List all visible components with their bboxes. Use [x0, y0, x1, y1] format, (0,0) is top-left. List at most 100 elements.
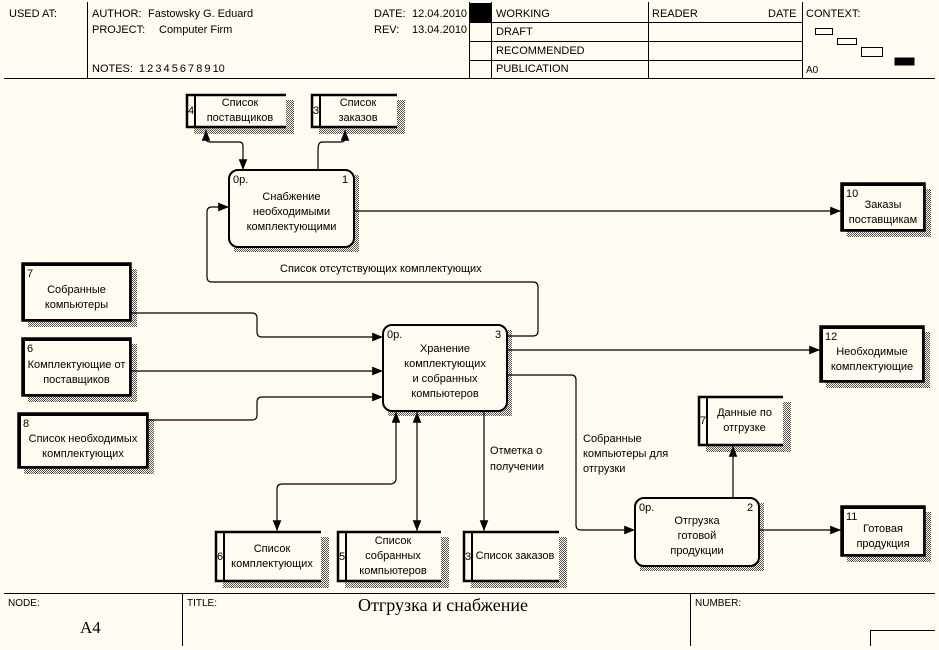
notes-label: NOTES:	[92, 63, 133, 75]
flow-label-line: получении	[490, 461, 544, 473]
title-label: TITLE:	[187, 598, 218, 609]
used-at-label: USED AT:	[9, 8, 58, 20]
external-label-line: комплектующие	[830, 361, 914, 373]
process-number: 3	[495, 329, 502, 341]
store-label-line: комплектующих	[231, 557, 313, 570]
process-number: 1	[342, 174, 349, 186]
store-number: 7	[700, 415, 707, 427]
process-box-p2[interactable]	[634, 497, 760, 567]
rev-label: REV:	[374, 24, 400, 36]
flow-label-line: Отметка о	[490, 445, 543, 457]
store-label: Список заказов	[473, 549, 557, 564]
process-label-line: и собранных	[412, 373, 478, 385]
process-label-line: комплектующими	[246, 221, 337, 233]
flow-label-line: отгрузки	[583, 463, 626, 475]
store-label-line: Список	[339, 97, 377, 109]
process-cost: 0р.	[233, 174, 249, 186]
flow-assembled-computers[interactable]	[131, 312, 383, 342]
data-store-s3b[interactable]	[463, 531, 559, 582]
store-label-line: Список	[221, 97, 259, 109]
store-label-line: компьютеров	[359, 565, 427, 577]
flow-label-receipt-mark: Отметка о получении	[490, 443, 544, 475]
context-thumbnail	[815, 28, 915, 66]
status-draft[interactable]: DRAFT	[496, 26, 533, 38]
external-entity-e10[interactable]	[840, 182, 926, 232]
data-store-s5[interactable]	[337, 531, 441, 582]
external-label-line: компьютеры	[44, 299, 109, 311]
process-label-line: продукции	[670, 544, 724, 557]
flow-orders-list-top[interactable]	[317, 130, 350, 170]
project-label: PROJECT:	[92, 24, 146, 36]
store-label-line: Список	[253, 542, 291, 555]
node-label: NODE:	[8, 598, 40, 609]
status-working[interactable]: WORKING	[496, 8, 550, 20]
status-publication[interactable]: PUBLICATION	[496, 63, 569, 75]
flow-components-list[interactable]	[272, 412, 401, 531]
store-label: Список собранных компьютеров	[347, 534, 439, 579]
context-node: A0	[806, 65, 819, 76]
process-label-line: Снабжение	[262, 191, 321, 203]
store-number: 6	[217, 550, 224, 563]
rev-value: 13.04.2010	[412, 24, 468, 36]
diagram-title: Отгрузка и снабжение	[358, 595, 528, 615]
external-label: Заказы поставщикам	[843, 198, 923, 228]
store-label-line: заказов	[338, 112, 378, 124]
external-label-line: Список необходимых	[28, 432, 138, 445]
context-label: CONTEXT:	[806, 8, 861, 20]
process-label-line: необходимыми	[252, 206, 331, 218]
store-label: Список заказов	[321, 96, 395, 126]
external-label-line: Собранные	[47, 284, 106, 296]
process-label-line: комплектующих	[404, 358, 486, 370]
process-label: Снабжение необходимыми комплектующими	[229, 190, 354, 235]
data-store-s4[interactable]	[186, 94, 286, 128]
node-value: A4	[80, 618, 101, 637]
store-label-line: поставщиков	[206, 112, 274, 124]
store-label-line: Список заказов	[475, 550, 555, 562]
flow-assembled-for-shipping[interactable]	[507, 374, 635, 535]
data-store-s3a[interactable]	[311, 94, 397, 128]
flow-suppliers-list[interactable]	[201, 130, 248, 170]
external-number: 6	[27, 343, 34, 355]
flow-required-list[interactable]	[148, 392, 383, 421]
date-label: DATE:	[374, 8, 406, 20]
store-label-line: собранных	[365, 550, 421, 562]
store-label: Список поставщиков	[196, 96, 284, 126]
store-label-line: Данные по	[717, 407, 772, 419]
external-label-line: продукция	[856, 538, 910, 550]
working-status-marker	[470, 3, 491, 22]
store-number: 3	[313, 105, 320, 117]
external-label-line: комплектующих	[42, 447, 124, 460]
date-value: 12.04.2010	[412, 8, 468, 20]
flow-missing-components[interactable]	[206, 202, 539, 337]
external-label-line: поставщикам	[848, 214, 918, 226]
store-number: 3	[465, 550, 472, 563]
external-label: Список необходимых комплектующих	[20, 432, 146, 462]
store-label-line: Список	[374, 535, 412, 547]
process-cost: 0р.	[639, 502, 655, 514]
process-label-line: готовой	[677, 529, 717, 542]
store-label-line: отгрузке	[723, 422, 766, 434]
number-label: NUMBER:	[695, 598, 742, 609]
flow-label-line: компьютеры для	[583, 448, 669, 460]
data-store-s6[interactable]	[215, 531, 321, 582]
notes-value: 1 2 3 4 5 6 7 8 9 10	[139, 63, 225, 75]
process-box-p1[interactable]	[228, 169, 355, 248]
status-recommended[interactable]: RECOMMENDED	[496, 45, 585, 57]
data-store-s7[interactable]	[698, 396, 783, 446]
reader-label: READER	[652, 8, 698, 20]
external-label: Собранные компьютеры	[24, 283, 129, 313]
external-label-line: Заказы	[864, 199, 902, 211]
external-number: 8	[23, 418, 30, 430]
author-label: AUTHOR:	[92, 8, 142, 20]
reader-date-label: DATE	[768, 8, 797, 20]
flow-label-line: Собранные	[583, 433, 642, 445]
process-box-p3[interactable]	[382, 324, 508, 412]
author-value: Fastowsky G. Eduard	[148, 8, 254, 20]
process-label-line: компьютеров	[411, 388, 479, 400]
